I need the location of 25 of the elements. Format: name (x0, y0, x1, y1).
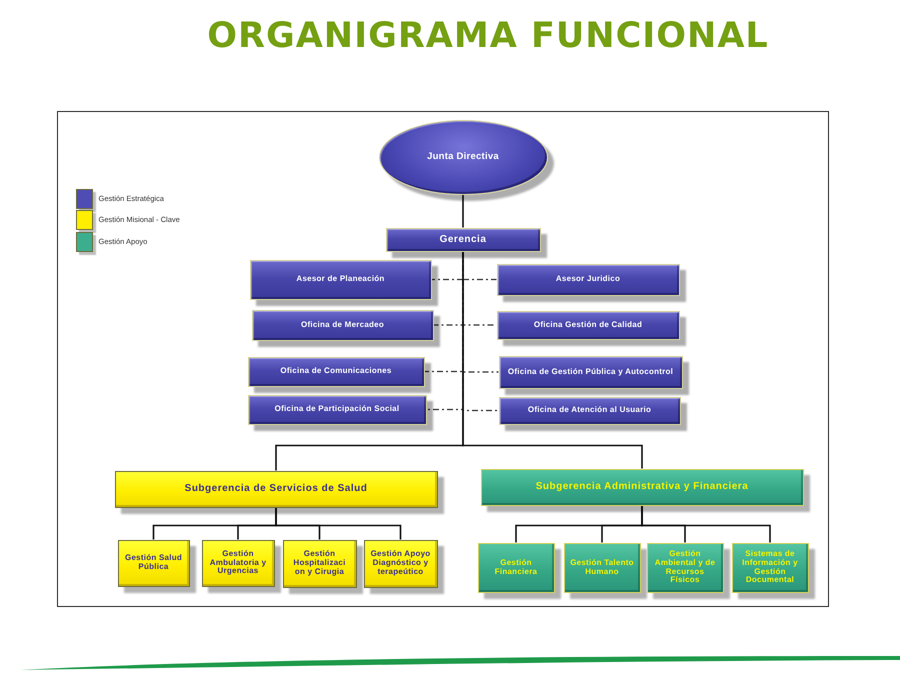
org-unit-box: Oficina de Atención al Usuario (498, 396, 680, 424)
org-unit-box: Oficina de Comunicaciones (248, 356, 424, 386)
org-unit-box: Oficina de Mercadeo (252, 310, 434, 340)
board-ellipse: Junta Directiva (378, 120, 548, 194)
org-unit-box: Subgerencia de Servicios de Salud (114, 470, 438, 508)
page-title: ORGANIGRAMA FUNCIONAL (206, 15, 770, 58)
org-unit-box: Gestión Salud Pública (118, 540, 190, 586)
org-unit-box: Gestión Apoyo Diagnóstico y terapeútico (364, 540, 438, 588)
connector-line (462, 252, 643, 468)
org-unit-box: Gestión Talento Humano (564, 542, 640, 592)
org-unit-box: Oficina Gestión de Calidad (496, 310, 680, 340)
org-unit-box: Asesor Juridico (496, 264, 680, 296)
connector-line (275, 508, 402, 540)
org-unit-box: Sistemas de Información y Gestión Documental (732, 542, 808, 592)
org-unit-box: Asesor de Planeación (250, 260, 432, 300)
connector-line (462, 194, 464, 228)
connector-line (641, 506, 771, 542)
org-unit-box: Gestión Ambiental y de Recursos Físicos (646, 542, 724, 592)
org-unit-box: Oficina de Gestión Pública y Autocontrol (498, 356, 682, 388)
org-unit-box: Gestión Hospitalizaci on y Cirugia (282, 540, 356, 588)
org-unit-box: Gestión Ambulatoria y Urgencias (202, 540, 274, 586)
org-unit-box: Oficina de Participación Social (248, 394, 426, 424)
org-unit-box: Gerencia (386, 228, 540, 252)
org-unit-box: Subgerencia Administrativa y Financiera (480, 468, 804, 506)
org-unit-box: Gestión Financiera (478, 542, 554, 592)
